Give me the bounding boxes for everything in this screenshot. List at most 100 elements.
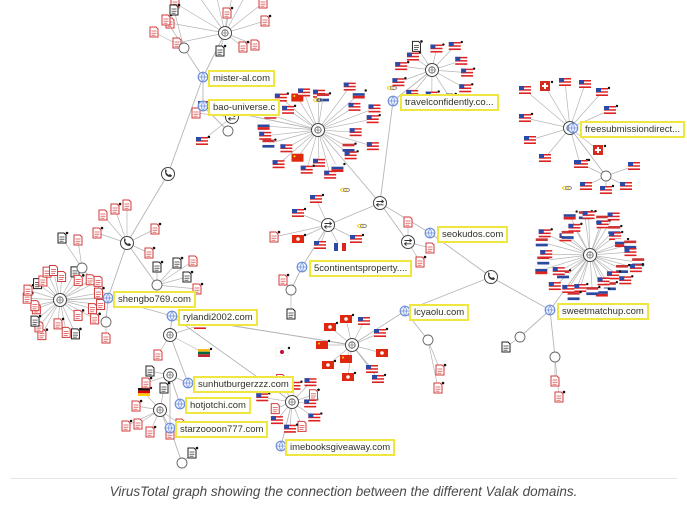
- domain-label-rylandi[interactable]: rylandi2002.com: [178, 309, 258, 326]
- flag-icon: [352, 89, 367, 99]
- file-icon: [260, 14, 272, 27]
- flag-icon: [342, 142, 357, 152]
- file-icon: [149, 26, 159, 38]
- flag-icon: [562, 284, 575, 293]
- flag-icon: [519, 86, 531, 94]
- edge: [549, 254, 591, 311]
- figure-caption: VirusTotal graph showing the connection …: [109, 484, 578, 499]
- globe-icon: [166, 310, 178, 322]
- flag-icon: [366, 113, 381, 124]
- domain-label-fivecontinents[interactable]: 5continentsproperty....: [309, 260, 413, 277]
- file-icon: [121, 419, 133, 432]
- edge: [589, 254, 636, 269]
- relation-node-icon: [100, 316, 112, 328]
- flag-icon: [331, 162, 346, 173]
- domain-label-lcyaolu[interactable]: lcyaolu.com: [409, 304, 470, 321]
- flag-icon: [596, 86, 611, 96]
- file-icon: [133, 418, 143, 430]
- globe-icon: [102, 292, 114, 304]
- relation-node-icon: [549, 351, 561, 363]
- flag-icon: [552, 267, 565, 276]
- file-icon: [90, 312, 101, 325]
- flag-icon: [604, 104, 619, 114]
- edge: [541, 254, 591, 271]
- file-icon: [57, 270, 67, 282]
- edge: [126, 242, 158, 286]
- file-icon: [309, 388, 320, 401]
- domain-label-mister-al[interactable]: mister-al.com: [208, 70, 276, 87]
- relation-hub-icon: [153, 403, 167, 417]
- edge: [176, 32, 226, 44]
- flag-icon: [324, 321, 339, 331]
- relation-node-icon: [514, 331, 526, 343]
- file-icon: [93, 286, 105, 299]
- file-icon: [96, 298, 107, 311]
- edge: [317, 106, 355, 131]
- edge: [546, 253, 591, 256]
- flag-icon: [620, 182, 632, 190]
- file-icon: [286, 308, 296, 320]
- globe-icon: [424, 227, 436, 239]
- edge: [317, 129, 338, 169]
- file-icon: [30, 314, 42, 327]
- edge: [569, 83, 586, 129]
- edge: [427, 339, 439, 389]
- link-icon: [356, 223, 367, 229]
- flag-icon: [540, 250, 553, 259]
- flag-icon: [368, 104, 381, 113]
- flag-icon: [304, 378, 317, 387]
- file-icon: [85, 274, 95, 286]
- edge: [589, 254, 626, 281]
- flag-icon: [366, 365, 378, 373]
- flag-icon: [455, 56, 468, 65]
- domain-label-imebooks[interactable]: imebooksgiveaway.com: [285, 439, 396, 456]
- flag-icon: [308, 412, 323, 422]
- flag-icon: [395, 60, 410, 71]
- relation-node-icon: [151, 279, 163, 291]
- flag-icon: [406, 51, 422, 61]
- edge: [317, 94, 359, 131]
- edge: [392, 69, 433, 102]
- domain-label-travelconfidently[interactable]: travelconfidently.co...: [400, 94, 499, 111]
- edge: [544, 85, 571, 129]
- domain-label-shengbo[interactable]: shengbo769.com: [113, 291, 196, 308]
- edge: [126, 173, 169, 244]
- relation-node-icon: [422, 334, 434, 346]
- domain-label-sunhutburger[interactable]: sunhutburgerzzz.com: [193, 376, 294, 393]
- edge: [317, 129, 373, 147]
- file-icon: [172, 256, 184, 269]
- edge: [589, 254, 639, 263]
- domain-label-hotjotchi[interactable]: hotjotchi.com: [185, 397, 251, 414]
- flag-icon: [576, 158, 591, 168]
- flag-icon: [568, 222, 583, 232]
- domain-label-starzooon[interactable]: starzoooon777.com: [175, 421, 269, 438]
- flag-icon: [595, 287, 611, 297]
- flag-icon: [606, 270, 622, 280]
- domain-label-sweetmatchup[interactable]: sweetmatchup.com: [557, 303, 649, 320]
- edge: [169, 334, 189, 384]
- edge: [327, 202, 381, 226]
- edge: [519, 309, 551, 338]
- flag-icon: [324, 170, 337, 179]
- edge: [156, 260, 194, 286]
- flag-icon: [579, 80, 591, 88]
- file-icon: [92, 226, 104, 239]
- edge: [273, 224, 329, 238]
- flag-icon: [593, 144, 607, 155]
- flag-icon: [313, 158, 326, 167]
- edge: [278, 129, 319, 165]
- file-icon: [222, 6, 234, 19]
- domain-label-seokudos[interactable]: seokudos.com: [437, 226, 509, 243]
- edge: [543, 254, 591, 261]
- domain-label-bao-universe[interactable]: bao-universe.c: [208, 99, 281, 116]
- globe-icon: [387, 95, 399, 107]
- flag-icon: [563, 210, 578, 220]
- domain-label-freesubmission[interactable]: freesubmissiondirect...: [580, 121, 686, 138]
- flag-icon: [196, 135, 211, 145]
- flag-icon: [322, 359, 337, 369]
- flag-icon: [519, 112, 534, 122]
- edge: [268, 129, 319, 144]
- edge: [202, 105, 229, 132]
- file-icon: [278, 273, 290, 286]
- edge: [379, 100, 394, 204]
